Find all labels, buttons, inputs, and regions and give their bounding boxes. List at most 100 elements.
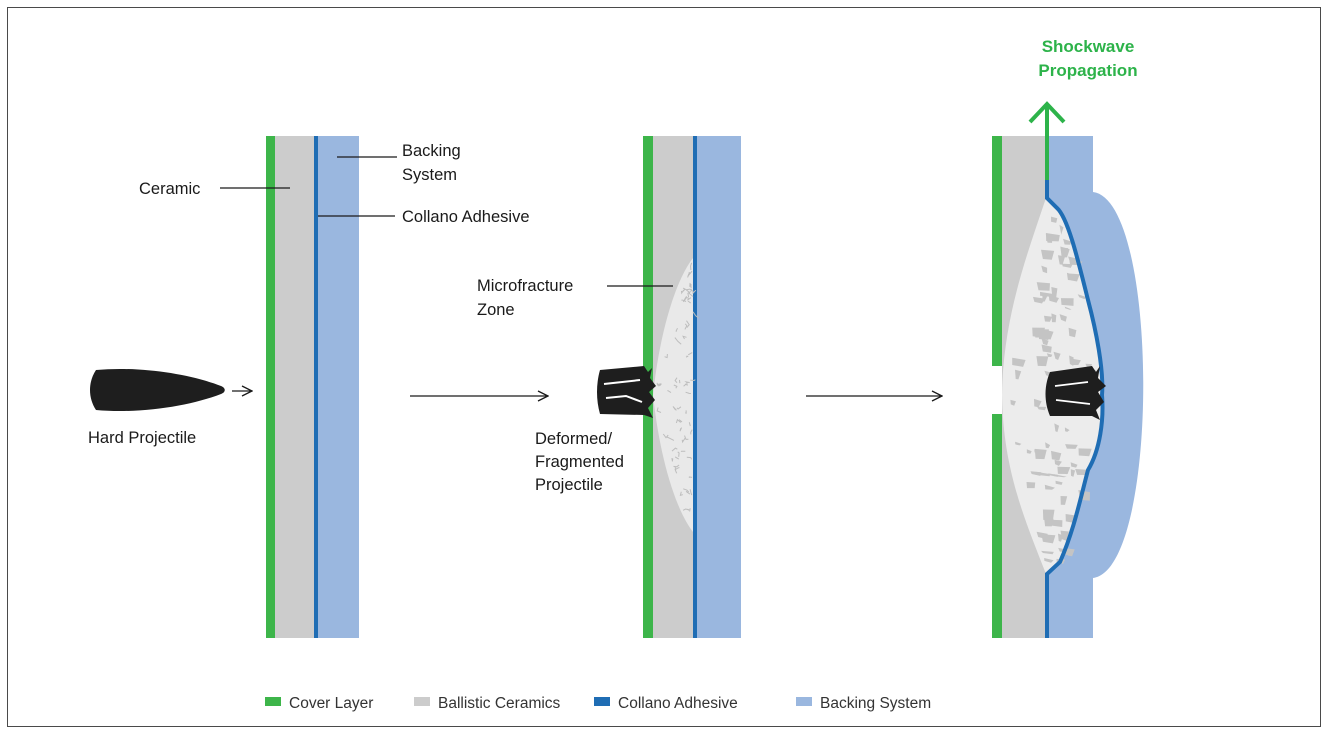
legend: Cover Layer Ballistic Ceramics Collano A… xyxy=(265,695,931,712)
ceramic-fragment xyxy=(1036,282,1050,291)
crack-line xyxy=(685,391,691,394)
ceramic-fragment xyxy=(1054,459,1062,466)
ceramic-fragment xyxy=(1041,534,1056,544)
ceramic-fragment xyxy=(1060,496,1068,505)
ceramic-fragment xyxy=(1078,448,1092,457)
ceramic-fragment xyxy=(1026,482,1036,489)
ceramic-fragment xyxy=(1044,484,1055,490)
crack-line xyxy=(664,353,668,359)
crack-line xyxy=(685,355,689,358)
stage3-cover-layer-top xyxy=(992,136,1002,366)
ceramic-fragment xyxy=(1048,295,1059,303)
crack-line xyxy=(674,467,680,471)
collano-adhesive-callout: Collano Adhesive xyxy=(318,208,530,226)
crack-line xyxy=(683,488,690,493)
ceramic-fragment xyxy=(1042,294,1048,302)
crack-line xyxy=(678,419,683,423)
crack-line xyxy=(687,508,690,511)
ceramic-fragment xyxy=(1070,358,1081,365)
stage3-adhesive-layer xyxy=(1045,136,1105,638)
embedded-projectile-icon xyxy=(1045,366,1106,420)
crack-line xyxy=(682,287,690,293)
ceramic-fragment xyxy=(1042,329,1054,340)
crack-line xyxy=(673,384,678,389)
crack-line xyxy=(677,451,680,457)
ceramic-fragment xyxy=(1041,338,1049,346)
deformed-label-line2: Fragmented xyxy=(535,453,624,471)
backing-system-callout: Backing System xyxy=(337,142,461,184)
crack-line xyxy=(688,291,694,297)
ceramic-fragment xyxy=(1063,238,1072,245)
crack-line xyxy=(692,311,699,319)
ceramic-fragment xyxy=(1034,398,1042,408)
legend-label-cover-layer: Cover Layer xyxy=(289,695,373,712)
crack-line xyxy=(683,296,690,301)
crack-line xyxy=(681,299,687,302)
legend-swatch-backing-system xyxy=(796,697,812,706)
crack-line xyxy=(656,407,662,413)
ceramic-fragment xyxy=(1058,255,1066,265)
crack-line xyxy=(690,379,696,382)
crack-line xyxy=(687,291,692,298)
crack-line xyxy=(685,410,687,414)
crack-line xyxy=(673,464,680,468)
crack-line xyxy=(687,352,693,356)
ceramic-fragment xyxy=(1051,313,1057,323)
ceramic-fragment xyxy=(1042,509,1055,521)
crack-line xyxy=(688,422,691,427)
ceramic-fragment xyxy=(1054,474,1067,478)
ceramic-fragment xyxy=(1064,427,1070,432)
ceramic-fragment xyxy=(1053,351,1061,360)
crack-line xyxy=(667,390,672,394)
ceramic-fragment xyxy=(1037,406,1047,411)
ceramic-fragment xyxy=(1033,296,1045,304)
crack-line xyxy=(674,377,678,384)
stage1-ceramic-layer xyxy=(275,136,314,638)
ceramic-fragment xyxy=(1066,272,1074,281)
ceramic-fragment xyxy=(1062,263,1073,268)
ceramic-fragment xyxy=(1015,441,1022,446)
crack-line xyxy=(684,381,690,384)
ceramic-label: Ceramic xyxy=(139,180,200,198)
ceramic-fragment xyxy=(1041,550,1054,555)
ceramic-fragment xyxy=(1070,462,1078,468)
microfracture-label-line2: Zone xyxy=(477,301,515,319)
shockwave-propagation-arrow xyxy=(1028,101,1066,180)
microfracture-label-line1: Microfracture xyxy=(477,277,573,295)
ceramic-fragment xyxy=(1070,469,1076,477)
ceramic-callout: Ceramic xyxy=(139,180,290,198)
deformed-label-line1: Deformed/ xyxy=(535,430,612,448)
hard-projectile-icon xyxy=(90,368,225,412)
ceramic-fragment xyxy=(1048,522,1056,526)
crack-line xyxy=(690,262,693,271)
ceramic-fragment xyxy=(1034,448,1047,460)
crack-line xyxy=(688,476,693,479)
crack-line xyxy=(656,382,661,386)
stage-1-intact-panel xyxy=(266,136,359,638)
ceramic-fragment xyxy=(1060,530,1069,541)
crack-line xyxy=(690,429,693,435)
legend-swatch-ballistic-ceramics xyxy=(414,697,430,706)
shockwave-label-line1: Shockwave xyxy=(1042,37,1135,56)
crack-line xyxy=(671,447,678,452)
crack-line xyxy=(674,466,678,474)
crack-line xyxy=(681,437,686,444)
stage3-cover-layer-bottom xyxy=(992,414,1002,638)
ceramic-fragment xyxy=(1041,265,1048,274)
ceramic-fragment xyxy=(1068,256,1079,263)
ceramic-fragment xyxy=(1051,450,1062,461)
ceramic-fragment xyxy=(1036,471,1051,477)
deformed-projectile-stage2-icon xyxy=(597,366,656,418)
crack-line xyxy=(684,323,688,330)
crack-line xyxy=(690,288,692,292)
crack-line xyxy=(684,435,689,440)
ceramic-fragment xyxy=(1063,467,1070,475)
crack-line xyxy=(682,335,687,340)
ceramic-fragment xyxy=(1065,548,1075,557)
ceramic-fragment xyxy=(1051,216,1058,223)
backing-label-line1: Backing xyxy=(402,142,461,160)
crack-line xyxy=(683,383,688,387)
fracture-fragments-stage3 xyxy=(1010,216,1099,564)
crack-line xyxy=(662,433,669,439)
crack-line xyxy=(675,418,682,424)
